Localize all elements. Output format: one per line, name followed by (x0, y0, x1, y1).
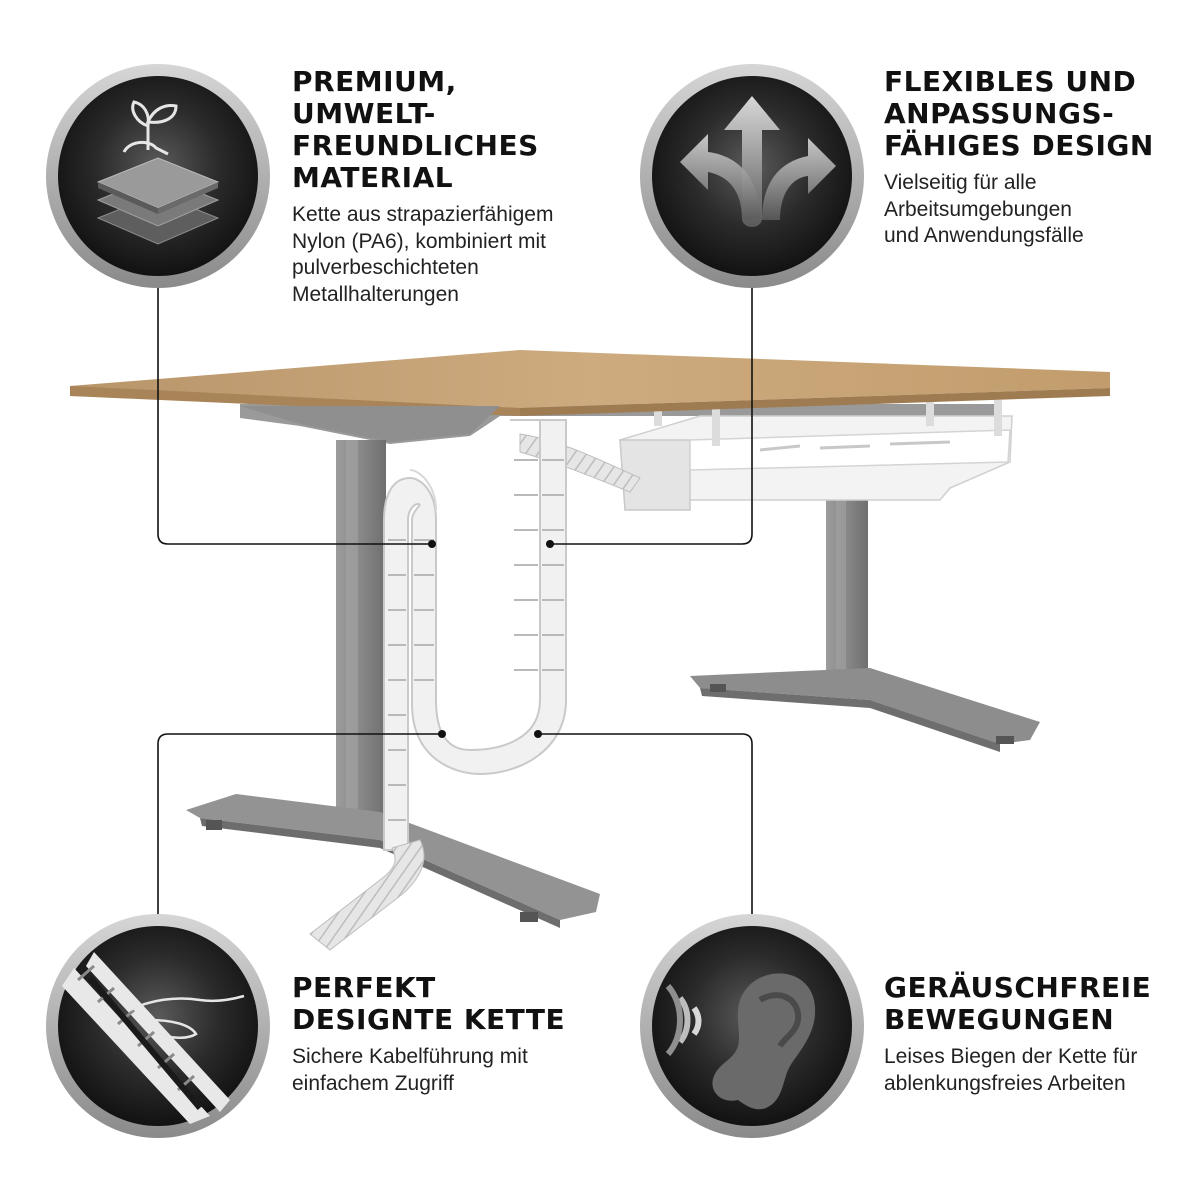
badge-material (46, 64, 270, 288)
cable-chain (383, 419, 567, 851)
callout-dot-silent (534, 730, 542, 738)
callout-dot-chain (438, 730, 446, 738)
feature-description-chain: Sichere Kabelführung mit einfachem Zugri… (292, 1045, 528, 1095)
feature-title-material: PREMIUM, UMWELT- FREUNDLICHES MATERIAL (292, 65, 539, 194)
callout-dot-flexible (546, 540, 554, 548)
cable-tray (619, 400, 1013, 511)
desk-front-leg (186, 406, 600, 928)
layers-leaf-icon (96, 100, 220, 245)
callout-lines (157, 286, 753, 940)
ear-sound-icon (665, 973, 816, 1110)
feature-title-silent: GERÄUSCHFREIE BEWEGUNGEN (884, 971, 1152, 1036)
callout-dots (428, 540, 554, 738)
badge-chain (46, 914, 270, 1138)
callout-dot-material (428, 540, 436, 548)
desk-top (70, 350, 1110, 416)
feature-title-chain: PERFEKT DESIGNTE KETTE (292, 971, 566, 1036)
callout-line-chain (157, 733, 440, 940)
branching-arrows-icon (680, 96, 836, 227)
feature-flexible: FLEXIBLES UND ANPASSUNGS- FÄHIGES DESIGN… (884, 66, 1184, 250)
feature-description-silent: Leises Biegen der Kette für ablenkungsfr… (884, 1045, 1138, 1095)
feature-chain: PERFEKT DESIGNTE KETTE Sichere Kabelführ… (292, 972, 622, 1097)
callout-line-material (157, 286, 430, 545)
feature-silent: GERÄUSCHFREIE BEWEGUNGEN Leises Biegen d… (884, 972, 1194, 1097)
feature-description-flexible: Vielseitig für alle Arbeitsumgebungen un… (884, 171, 1084, 247)
chain-hand-icon (62, 952, 245, 1124)
callout-line-silent (540, 733, 753, 940)
feature-material: PREMIUM, UMWELT- FREUNDLICHES MATERIAL K… (292, 66, 622, 308)
badge-flexible (640, 64, 864, 288)
feature-description-material: Kette aus strapazierfähigem Nylon (PA6),… (292, 203, 554, 306)
feature-title-flexible: FLEXIBLES UND ANPASSUNGS- FÄHIGES DESIGN (884, 65, 1154, 162)
badge-silent (640, 914, 864, 1138)
cable-sleeve-bottom (309, 839, 425, 951)
callout-line-flexible (552, 286, 753, 545)
standing-desk (70, 350, 1110, 951)
